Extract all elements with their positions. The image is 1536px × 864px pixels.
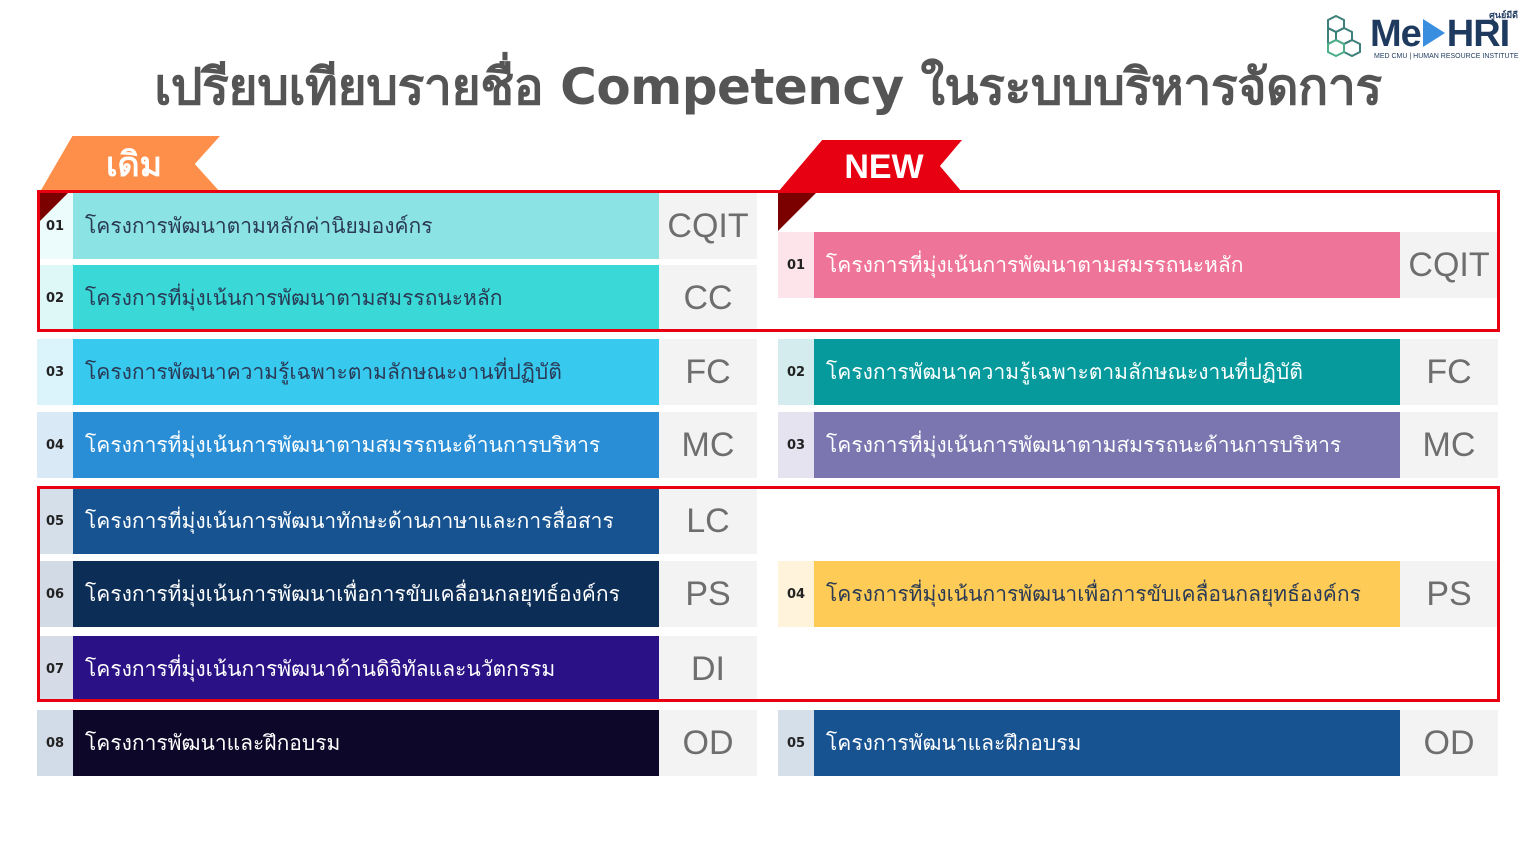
logo-brand: Me HRI: [1370, 13, 1510, 55]
competency-label: โครงการพัฒนาตามหลักค่านิยมองค์กร: [73, 193, 659, 259]
row-number: 05: [37, 488, 73, 554]
row-number: 02: [778, 339, 814, 405]
logo-subtitle: MED CMU | HUMAN RESOURCE INSTITUTE: [1374, 53, 1519, 60]
competency-label: โครงการที่มุ่งเน้นการพัฒนาเพื่อการขับเคล…: [73, 561, 659, 627]
competency-label: โครงการที่มุ่งเน้นการพัฒนาด้านดิจิทัลและ…: [73, 636, 659, 702]
competency-code: FC: [1400, 339, 1498, 405]
competency-label: โครงการที่มุ่งเน้นการพัฒนาตามสมรรถนะหลัก: [73, 265, 659, 331]
medhri-logo: ศูนย์มีดี Me HRI MED CMU | HUMAN RESOURCE…: [1322, 8, 1522, 64]
competency-label: โครงการที่มุ่งเน้นการพัฒนาเพื่อการขับเคล…: [814, 561, 1400, 627]
row-number: 01: [778, 232, 814, 298]
row-number: 05: [778, 710, 814, 776]
logo-brand-hri: HRI: [1446, 13, 1510, 55]
competency-code: LC: [659, 488, 757, 554]
competency-label: โครงการพัฒนาความรู้เฉพาะตามลักษณะงานที่ป…: [814, 339, 1400, 405]
row-number: 08: [37, 710, 73, 776]
cube-stack-icon: [1327, 14, 1361, 58]
competency-label: โครงการที่มุ่งเน้นการพัฒนาตามสมรรถนะด้าน…: [73, 412, 659, 478]
competency-label: โครงการที่มุ่งเน้นการพัฒนาตามสมรรถนะหลัก: [814, 232, 1400, 298]
competency-code: DI: [659, 636, 757, 702]
competency-code: OD: [1400, 710, 1498, 776]
competency-code: PS: [1400, 561, 1498, 627]
logo-thai-tag: ศูนย์มีดี: [1489, 11, 1518, 21]
competency-label: โครงการพัฒนาและฝึกอบรม: [814, 710, 1400, 776]
row-number: 07: [37, 636, 73, 702]
row-number: 06: [37, 561, 73, 627]
row-number: 03: [37, 339, 73, 405]
competency-label: โครงการที่มุ่งเน้นการพัฒนาทักษะด้านภาษาแ…: [73, 488, 659, 554]
row-number: 02: [37, 265, 73, 331]
play-icon: [1422, 18, 1445, 47]
old-ribbon-label: เดิม: [105, 145, 163, 185]
competency-code: FC: [659, 339, 757, 405]
row-number: 03: [778, 412, 814, 478]
competency-code: CC: [659, 265, 757, 331]
competency-code: OD: [659, 710, 757, 776]
competency-label: โครงการที่มุ่งเน้นการพัฒนาตามสมรรถนะด้าน…: [814, 412, 1400, 478]
competency-code: MC: [659, 412, 757, 478]
competency-code: PS: [659, 561, 757, 627]
row-number: 04: [37, 412, 73, 478]
competency-label: โครงการพัฒนาความรู้เฉพาะตามลักษณะงานที่ป…: [73, 339, 659, 405]
competency-code: CQIT: [1400, 232, 1498, 298]
new-ribbon-label: NEW: [844, 148, 924, 186]
page-title: เปรียบเทียบรายชื่อ Competency ในระบบบริห…: [154, 58, 1382, 116]
logo-brand-me: Me: [1370, 13, 1422, 55]
new-ribbon: NEW: [778, 140, 962, 192]
competency-code: MC: [1400, 412, 1498, 478]
ribbon-fold-new: [778, 193, 816, 231]
competency-code: CQIT: [659, 193, 757, 259]
old-ribbon: เดิม: [40, 136, 220, 192]
row-number: 04: [778, 561, 814, 627]
competency-label: โครงการพัฒนาและฝึกอบรม: [73, 710, 659, 776]
